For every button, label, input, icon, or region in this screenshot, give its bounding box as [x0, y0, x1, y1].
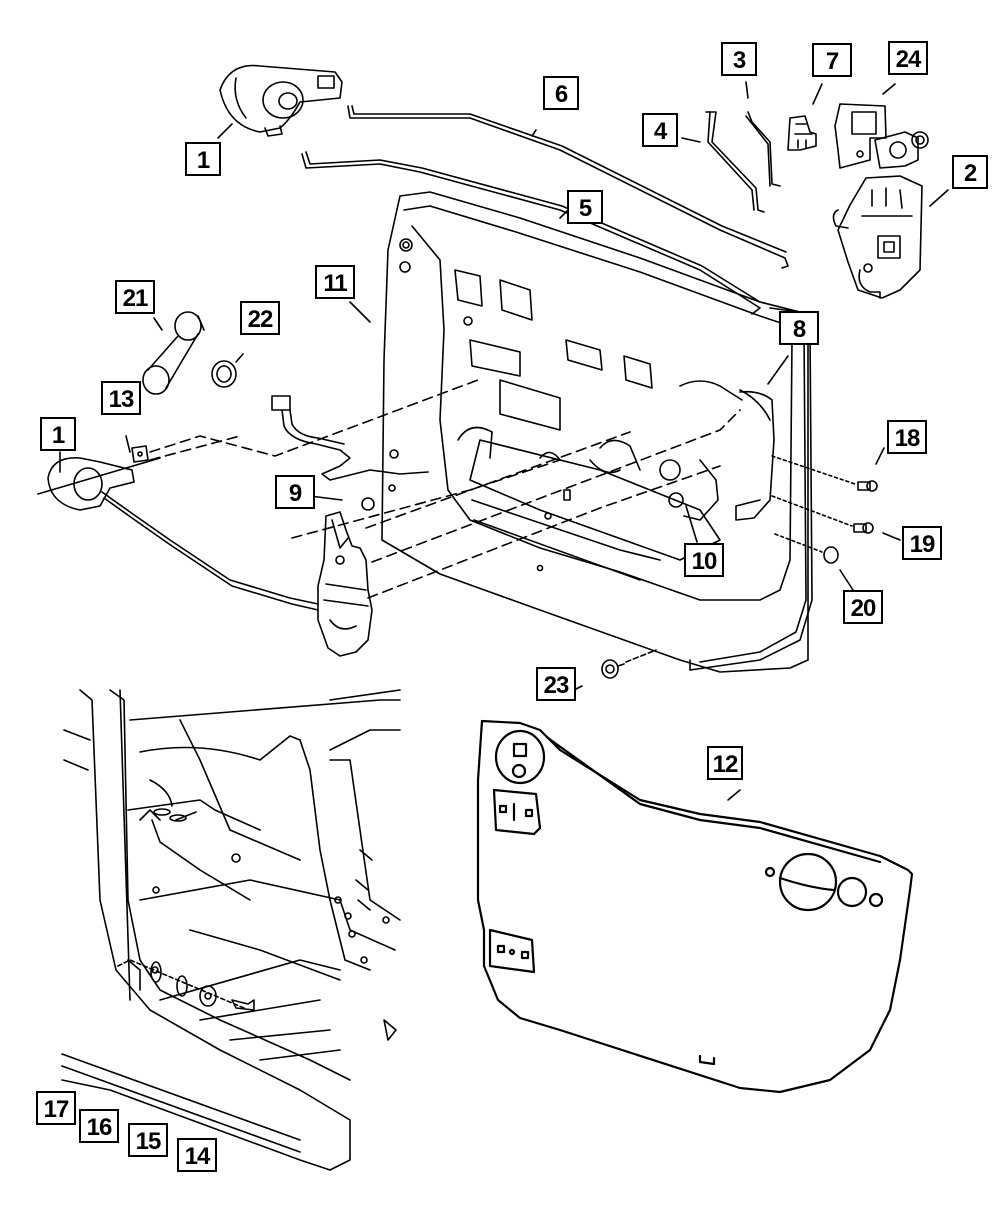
alignment-lines — [149, 379, 741, 599]
callout-21-crank: 21 — [115, 280, 155, 314]
wiring-harness-9 — [271, 395, 429, 492]
callout-7-clip: 7 — [812, 43, 852, 77]
door-trim-panel-12 — [476, 719, 914, 1094]
callout-8-door-shell: 8 — [779, 311, 819, 345]
screw-19 — [771, 495, 874, 534]
callout-13-clip: 13 — [101, 381, 141, 415]
door-outer-edge — [689, 307, 813, 671]
inside-door-handle-lower — [37, 457, 319, 611]
callout-1-lower-handle: 1 — [40, 417, 76, 451]
clip-7 — [787, 115, 817, 151]
callout-16-shim: 16 — [79, 1109, 119, 1143]
callout-17-spacer: 17 — [36, 1091, 76, 1125]
leader-lines — [59, 81, 949, 801]
callout-4-rod: 4 — [642, 113, 678, 147]
rod-5 — [301, 151, 761, 315]
callout-10-bracket: 10 — [684, 543, 724, 577]
callout-2-latch: 2 — [952, 155, 988, 189]
door-inner-panel — [381, 191, 809, 673]
rod-6 — [347, 105, 789, 269]
callout-18-screw: 18 — [887, 420, 927, 454]
bolt-23 — [601, 649, 657, 679]
callout-6-rod: 6 — [543, 76, 579, 110]
door-opening-view — [61, 689, 401, 1171]
bracket-10 — [683, 459, 719, 521]
door-latch-lower — [317, 497, 375, 657]
callout-1-upper-handle: 1 — [185, 142, 221, 176]
callout-15-shim: 15 — [128, 1123, 168, 1157]
callout-24-bracket: 24 — [888, 41, 928, 75]
inside-door-handle-upper — [219, 64, 343, 137]
callout-12-trim-panel: 12 — [707, 746, 743, 780]
callout-14-striker: 14 — [177, 1138, 217, 1172]
callout-19-screw: 19 — [902, 526, 942, 560]
rod-3 — [745, 111, 781, 187]
callout-3-rod: 3 — [721, 42, 757, 76]
rod-4 — [705, 111, 765, 213]
clip-13 — [131, 445, 149, 463]
window-crank-21 — [142, 311, 205, 395]
callout-9-harness: 9 — [275, 475, 315, 509]
callout-20-plug: 20 — [843, 590, 883, 624]
regulator-cables — [457, 380, 771, 474]
callout-23-bolt: 23 — [536, 667, 576, 701]
latch-bracket-24 — [834, 103, 929, 169]
callout-22-escutcheon: 22 — [240, 301, 280, 335]
screw-18 — [771, 455, 878, 492]
door-latch-2 — [832, 175, 923, 299]
escutcheon-22 — [211, 360, 237, 388]
callout-5-rod: 5 — [567, 190, 603, 224]
plug-20 — [774, 533, 839, 564]
callout-11-door-panel: 11 — [315, 265, 355, 299]
